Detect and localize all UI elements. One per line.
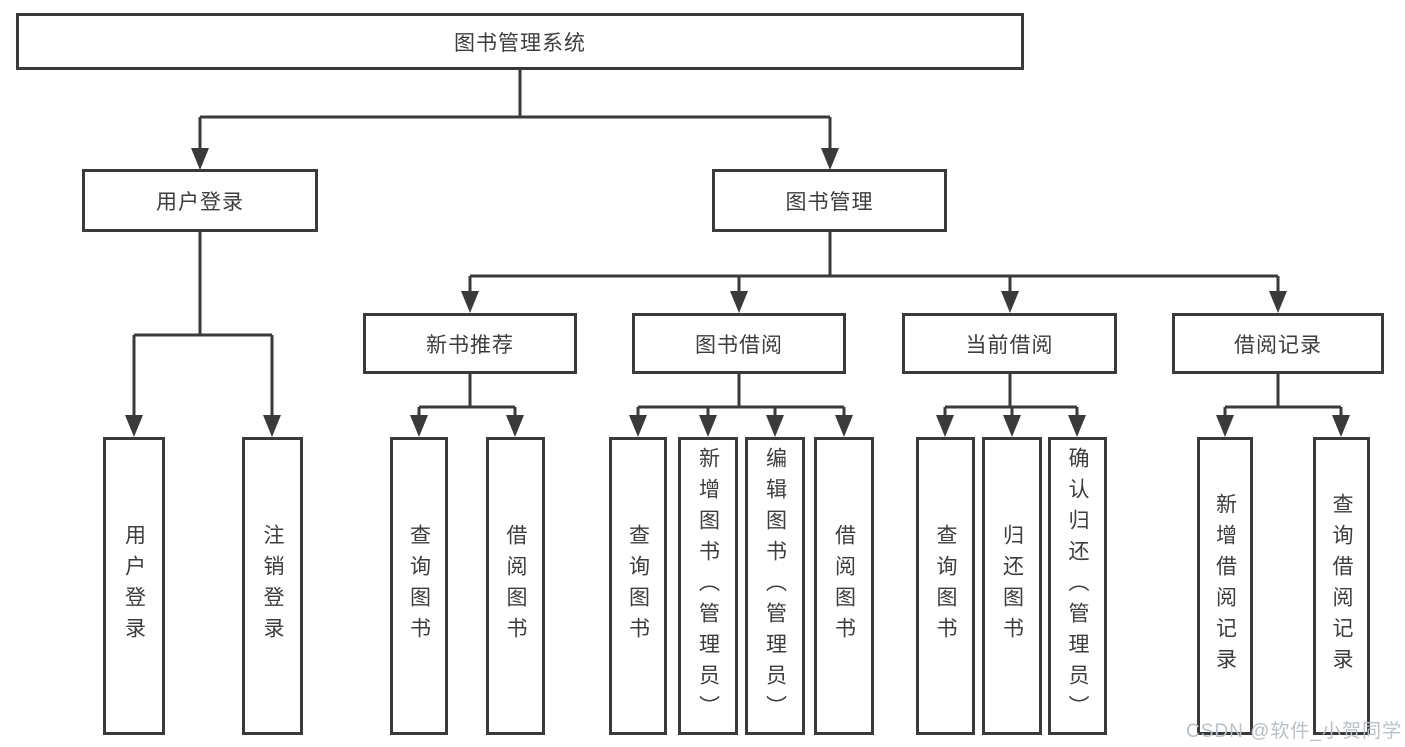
- node-current-borrow-label: 当前借阅: [965, 333, 1054, 357]
- leaf-current-confirm-admin: 确认归还（管理员）: [1048, 437, 1107, 735]
- leaf-records-add: 新增借阅记录: [1197, 437, 1253, 735]
- leaf-borrow-borrow-label: 借阅图书: [832, 524, 856, 648]
- leaf-borrow-query: 查询图书: [609, 437, 667, 735]
- leaf-current-confirm-admin-label: 确认归还（管理员）: [1066, 446, 1090, 726]
- leaf-records-query-label: 查询借阅记录: [1330, 493, 1354, 679]
- leaf-newbooks-query-label: 查询图书: [407, 524, 431, 648]
- leaf-borrow-edit-admin-label: 编辑图书（管理员）: [763, 446, 787, 726]
- node-root-label: 图书管理系统: [454, 31, 586, 55]
- leaf-borrow-edit-admin: 编辑图书（管理员）: [745, 437, 805, 735]
- node-user-login: 用户登录: [82, 169, 318, 232]
- leaf-logout-login: 注销登录: [242, 437, 303, 735]
- leaf-records-query: 查询借阅记录: [1313, 437, 1370, 735]
- leaf-newbooks-borrow: 借阅图书: [486, 437, 545, 735]
- node-book-borrow: 图书借阅: [632, 313, 846, 374]
- arrowheads: [125, 148, 1350, 437]
- connector-segments: [132, 70, 1343, 416]
- node-borrow-records-label: 借阅记录: [1234, 333, 1322, 357]
- leaf-newbooks-borrow-label: 借阅图书: [504, 524, 528, 648]
- node-new-books-label: 新书推荐: [426, 333, 514, 357]
- node-new-books: 新书推荐: [363, 313, 577, 374]
- node-borrow-records: 借阅记录: [1172, 313, 1384, 374]
- leaf-records-add-label: 新增借阅记录: [1213, 493, 1237, 679]
- leaf-current-query: 查询图书: [916, 437, 975, 735]
- leaf-borrow-borrow: 借阅图书: [814, 437, 874, 735]
- leaf-borrow-add-admin: 新增图书（管理员）: [678, 437, 738, 735]
- node-book-mgmt-label: 图书管理: [785, 190, 874, 214]
- node-book-borrow-label: 图书借阅: [695, 333, 783, 357]
- leaf-user-login: 用户登录: [103, 437, 165, 735]
- leaf-current-query-label: 查询图书: [934, 524, 958, 648]
- node-root: 图书管理系统: [16, 13, 1024, 70]
- watermark: CSDN @软件_小贺同学: [1186, 721, 1402, 742]
- leaf-user-login-label: 用户登录: [122, 524, 146, 648]
- leaf-borrow-add-admin-label: 新增图书（管理员）: [696, 446, 720, 726]
- leaf-newbooks-query: 查询图书: [390, 437, 448, 735]
- node-book-mgmt: 图书管理: [712, 169, 947, 232]
- leaf-logout-login-label: 注销登录: [261, 524, 285, 648]
- leaf-current-return-label: 归还图书: [1000, 524, 1024, 648]
- node-current-borrow: 当前借阅: [902, 313, 1117, 374]
- node-user-login-label: 用户登录: [156, 190, 244, 214]
- leaf-current-return: 归还图书: [982, 437, 1042, 735]
- leaf-borrow-query-label: 查询图书: [626, 524, 650, 648]
